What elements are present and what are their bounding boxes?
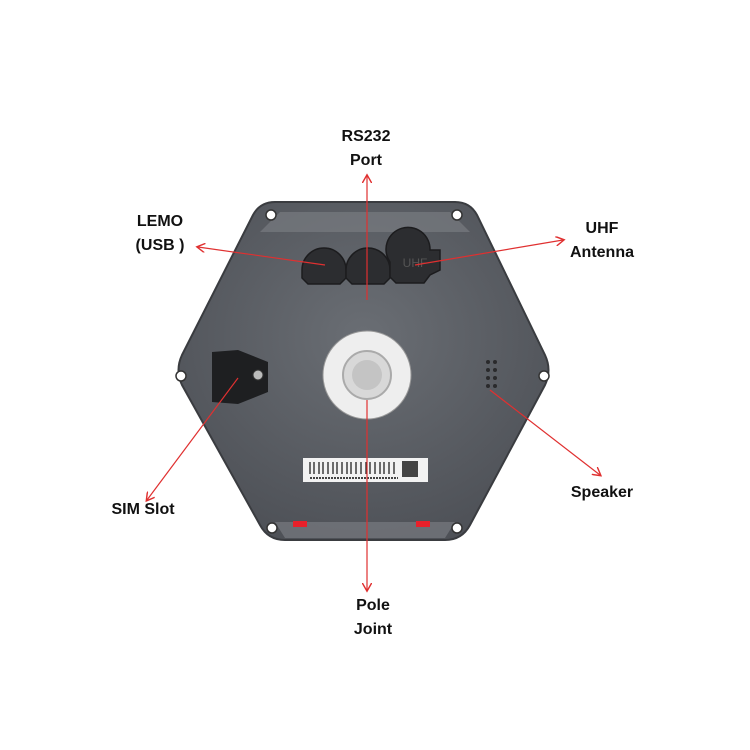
port-caps: UHF (301, 226, 441, 285)
callout-arrows (147, 176, 600, 590)
sim-slot (212, 350, 268, 404)
pole-joint (322, 330, 412, 420)
label-lemo-usb: LEMO(USB ) (135, 213, 185, 254)
label-speaker: Speaker (570, 484, 634, 501)
speaker-grille (486, 360, 497, 388)
red-latches (293, 521, 430, 527)
screw-holes (175, 209, 550, 534)
label-sim-slot: SIM Slot (111, 501, 175, 518)
serial-label (303, 458, 428, 482)
svg-text:UHF: UHF (403, 256, 428, 270)
